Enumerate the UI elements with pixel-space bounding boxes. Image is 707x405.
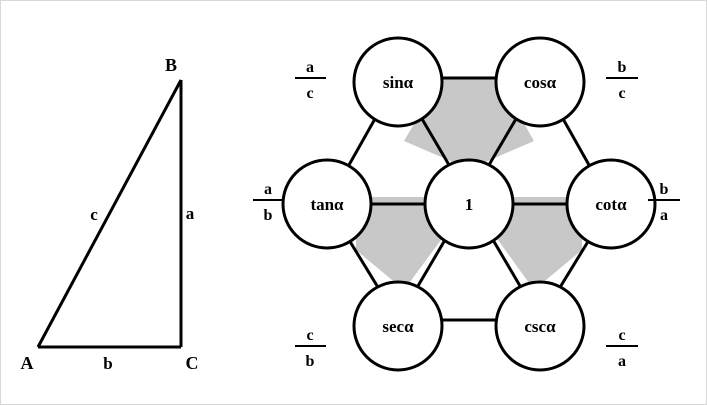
circle-sec bbox=[352, 280, 444, 372]
label-csc: cscα bbox=[524, 317, 556, 336]
fraction-tan: a b bbox=[253, 181, 284, 224]
fraction-sin-denominator: c bbox=[306, 85, 313, 102]
shade-right bbox=[498, 197, 582, 290]
side-label-vertical: a bbox=[186, 204, 195, 223]
circle-tan bbox=[281, 158, 373, 250]
circle-center bbox=[423, 158, 515, 250]
fraction-csc-denominator: a bbox=[618, 353, 626, 370]
fraction-sec-denominator: b bbox=[306, 353, 315, 370]
fraction-cos: b c bbox=[606, 59, 638, 102]
fraction-csc: c a bbox=[606, 327, 638, 370]
fraction-cot-denominator: a bbox=[660, 207, 668, 224]
circle-csc bbox=[494, 280, 586, 372]
fraction-cot: b a bbox=[648, 181, 680, 224]
fraction-sec: c b bbox=[295, 327, 326, 370]
fraction-cot-numerator: b bbox=[660, 181, 669, 198]
right-triangle bbox=[36, 79, 183, 349]
hypotenuse-line bbox=[36, 79, 183, 348]
label-center: 1 bbox=[465, 195, 474, 214]
fraction-tan-numerator: a bbox=[264, 181, 272, 198]
label-tan: tanα bbox=[310, 195, 344, 214]
side-label-hypotenuse: c bbox=[90, 205, 98, 224]
circle-cos bbox=[494, 36, 586, 128]
fraction-sin: a c bbox=[295, 59, 326, 102]
vertex-label-b: B bbox=[165, 55, 177, 75]
circle-cot bbox=[565, 158, 657, 250]
vertex-label-a: A bbox=[21, 353, 34, 373]
fraction-sec-numerator: c bbox=[306, 327, 313, 344]
shade-left bbox=[356, 197, 441, 290]
side-label-base: b bbox=[103, 354, 112, 373]
circle-sin bbox=[352, 36, 444, 128]
fraction-cos-numerator: b bbox=[618, 59, 627, 76]
fraction-csc-numerator: c bbox=[618, 327, 625, 344]
fraction-cos-denominator: c bbox=[618, 85, 625, 102]
label-sec: secα bbox=[382, 317, 414, 336]
fraction-sin-numerator: a bbox=[306, 59, 314, 76]
label-sin: sinα bbox=[383, 73, 414, 92]
vertex-label-c: C bbox=[186, 353, 199, 373]
fraction-tan-denominator: b bbox=[264, 207, 273, 224]
label-cot: cotα bbox=[595, 195, 627, 214]
function-circles bbox=[281, 36, 657, 372]
label-cos: cosα bbox=[524, 73, 557, 92]
